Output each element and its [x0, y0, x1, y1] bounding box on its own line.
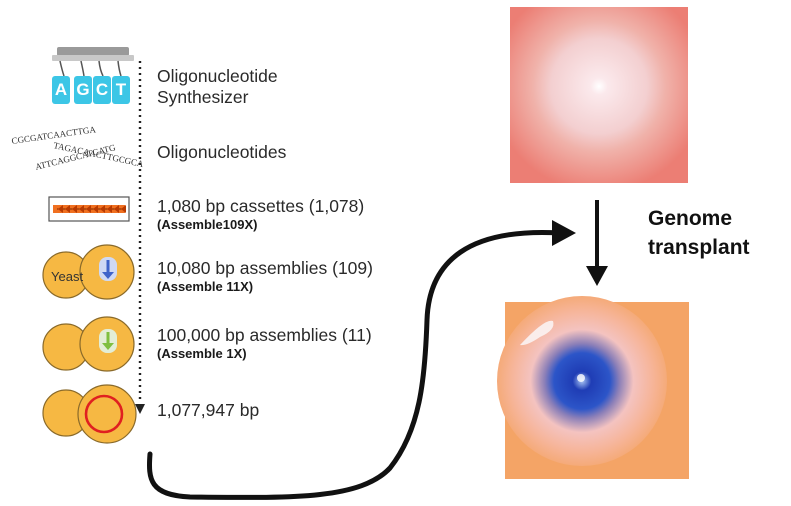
colony-photo-top: [510, 7, 688, 183]
step-100k-sub: (Assemble 1X): [157, 346, 372, 362]
step-10k-assemblies: 10,080 bp assemblies (109) (Assemble 11X…: [157, 258, 373, 295]
step-synthesizer-line1: Oligonucleotide: [157, 66, 278, 86]
step-cassettes-sub: (Assemble109X): [157, 217, 364, 233]
transplant-line2: transplant: [648, 236, 750, 259]
colony-photo-bottom: [497, 296, 689, 479]
step-10k-label: 10,080 bp assemblies (109): [157, 258, 373, 278]
step-100k-assemblies: 100,000 bp assemblies (11) (Assemble 1X): [157, 325, 372, 362]
step-synthesizer: Oligonucleotide Synthesizer: [157, 66, 278, 108]
genome-transplant-label: Genome transplant: [648, 204, 750, 262]
step-oligonucleotides: Oligonucleotides: [157, 142, 286, 163]
synth-letter-c: C: [93, 80, 111, 100]
step-cassettes-label: 1,080 bp cassettes (1,078): [157, 196, 364, 216]
yeast-cell-genome: [43, 385, 136, 443]
transplant-line1: Genome: [648, 207, 732, 230]
synth-letter-t: T: [112, 80, 130, 100]
synth-letter-g: G: [74, 80, 92, 100]
step-100k-label: 100,000 bp assemblies (11): [157, 325, 372, 345]
genome-transplant-arrow: [586, 200, 608, 286]
step-synthesizer-line2: Synthesizer: [157, 87, 248, 107]
step-10k-sub: (Assemble 11X): [157, 279, 373, 295]
synth-letter-a: A: [52, 80, 70, 100]
yeast-label: Yeast: [51, 266, 83, 287]
step-cassettes: 1,080 bp cassettes (1,078) (Assemble109X…: [157, 196, 364, 233]
cassette-icon: [49, 197, 129, 221]
yeast-cell-green: [43, 317, 134, 371]
oligonucleotides-icon: CGCGATCAACTTGA TAGACAACTTGCGCA ATTCAGGCA…: [11, 124, 145, 172]
step-final-genome: 1,077,947 bp: [157, 400, 259, 421]
